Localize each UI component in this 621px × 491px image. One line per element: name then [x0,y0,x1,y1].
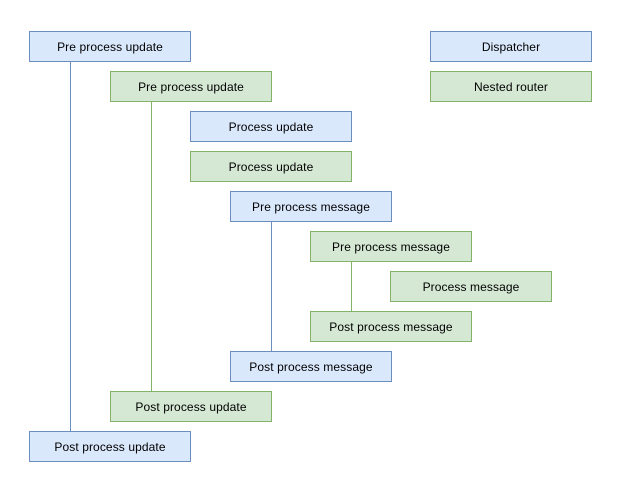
node-n8[interactable]: Post process message [310,311,472,342]
node-label: Pre process update [138,79,244,94]
connector-n5-to-n9[interactable] [271,221,272,351]
node-label: Post process update [54,439,166,454]
node-n10[interactable]: Post process update [110,391,272,422]
connector-n1-to-n11[interactable] [70,61,71,431]
node-label: Dispatcher [481,39,541,54]
node-n2[interactable]: Pre process update [110,71,272,102]
node-n5[interactable]: Pre process message [230,191,392,222]
node-n3[interactable]: Process update [190,111,352,142]
node-label: Pre process update [57,39,163,54]
node-label: Pre process message [332,239,450,254]
node-label: Post process update [135,399,247,414]
node-label: Process message [422,279,520,294]
connector-n2-to-n10[interactable] [151,101,152,391]
node-n11[interactable]: Post process update [29,431,191,462]
connector-n6-to-n8[interactable] [351,261,352,311]
node-label: Nested router [473,79,548,94]
node-n1[interactable]: Pre process update [29,31,191,62]
node-label: Post process message [249,359,373,374]
node-n6[interactable]: Pre process message [310,231,472,262]
node-legend-nested-router[interactable]: Nested router [430,71,592,102]
node-legend-dispatcher[interactable]: Dispatcher [430,31,592,62]
node-label: Pre process message [252,199,370,214]
node-label: Process update [228,119,314,134]
node-n4[interactable]: Process update [190,151,352,182]
node-label: Process update [228,159,314,174]
node-label: Post process message [329,319,453,334]
node-n7[interactable]: Process message [390,271,552,302]
node-n9[interactable]: Post process message [230,351,392,382]
